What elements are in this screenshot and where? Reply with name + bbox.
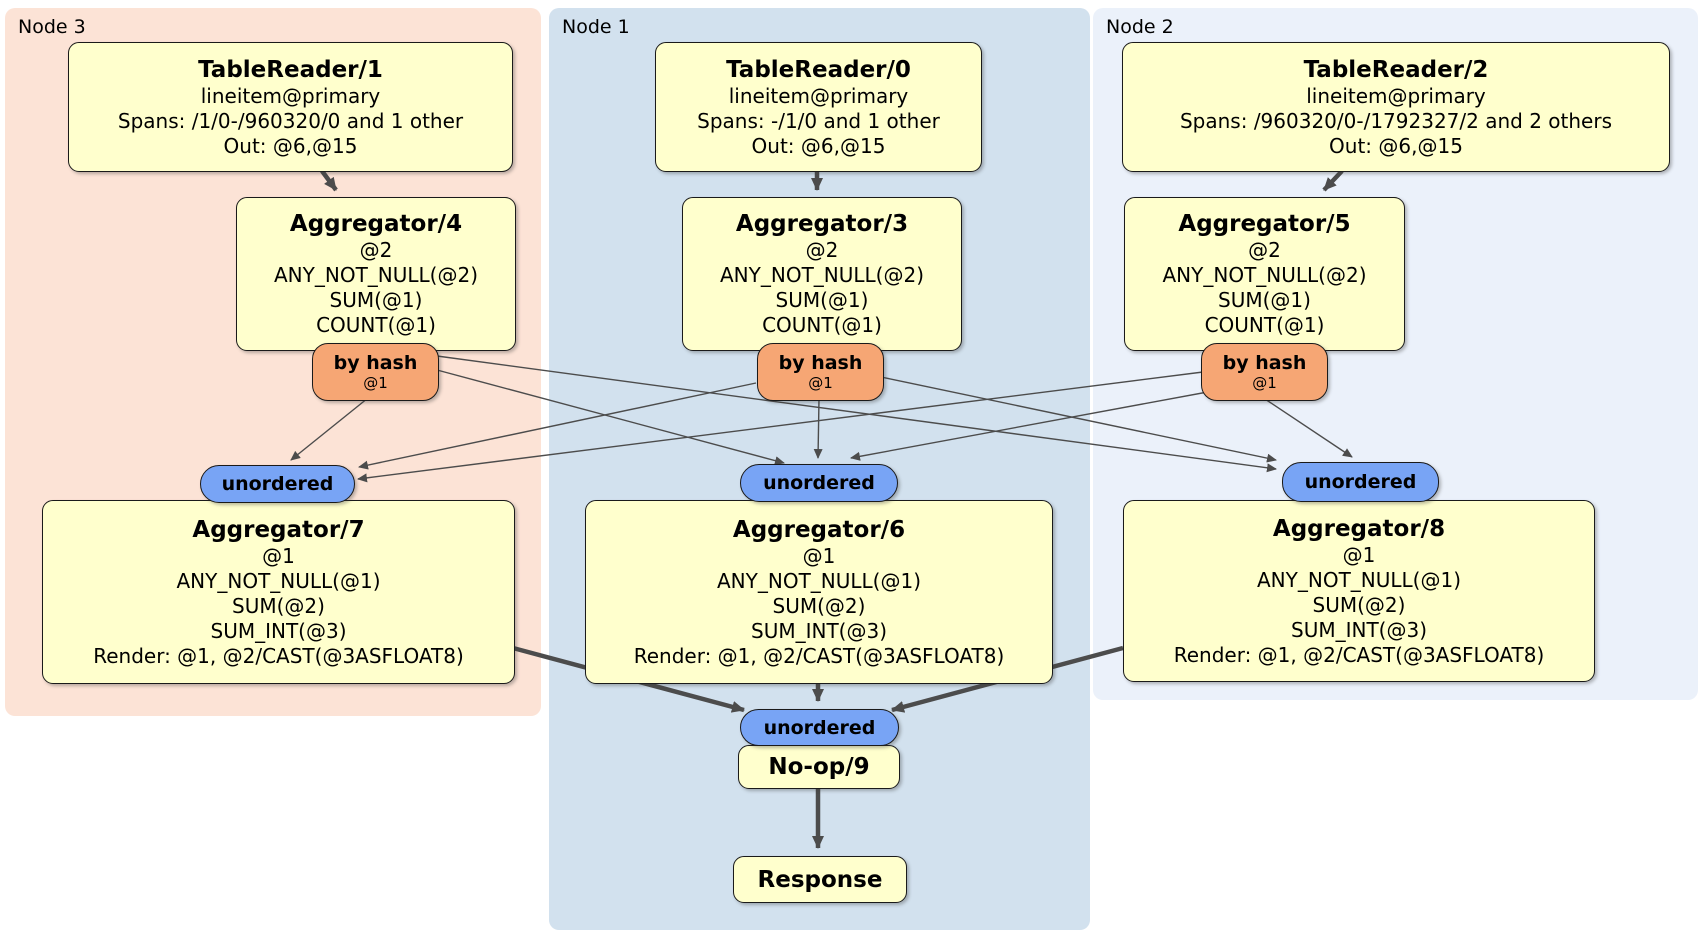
edge-router1-sync3: [358, 382, 757, 470]
processor-detail: SUM(@2): [232, 593, 325, 618]
sync-unordered-node1: unordered: [740, 464, 898, 502]
edge-router2-sync3: [357, 371, 1204, 483]
edge-tr1-agg4: [320, 169, 338, 192]
processor-detail: Out: @6,@15: [751, 133, 886, 158]
router-sublabel: @1: [363, 374, 388, 392]
processor-detail: lineitem@primary: [1306, 83, 1486, 108]
router-label: by hash: [333, 352, 418, 374]
edge-router3-sync1: [436, 369, 785, 466]
processor-detail: Render: @1, @2/CAST(@3ASFLOAT8): [633, 643, 1005, 668]
processor-title: TableReader/1: [198, 56, 383, 83]
processor-detail: @2: [1248, 238, 1281, 262]
processor-detail: Spans: /960320/0-/1792327/2 and 2 others: [1179, 108, 1612, 133]
edge-router1-sync1: [813, 398, 823, 459]
processor-detail: @2: [805, 238, 839, 262]
edge-tr2-agg5: [1322, 169, 1344, 192]
processor-aggregator-4: Aggregator/4 @2 ANY_NOT_NULL(@2) SUM(@1)…: [236, 197, 516, 351]
edge-router2-sync1: [850, 390, 1214, 461]
processor-title: TableReader/0: [726, 56, 911, 83]
processor-aggregator-6: Aggregator/6 @1 ANY_NOT_NULL(@1) SUM(@2)…: [585, 500, 1053, 684]
processor-detail: Render: @1, @2/CAST(@3ASFLOAT8): [93, 643, 464, 668]
processor-detail: ANY_NOT_NULL(@2): [1162, 263, 1367, 287]
processor-aggregator-3: Aggregator/3 @2 ANY_NOT_NULL(@2) SUM(@1)…: [682, 197, 962, 351]
edge-router1-sync2: [880, 376, 1277, 463]
processor-detail: Out: @6,@15: [1329, 133, 1463, 158]
region-node2-label: Node 2: [1106, 16, 1174, 38]
sync-label: unordered: [221, 473, 334, 495]
sync-unordered-node2: unordered: [1282, 462, 1439, 502]
router-sublabel: @1: [1252, 374, 1277, 392]
processor-detail: Out: @6,@15: [223, 133, 358, 158]
router-by-hash-node3: by hash @1: [312, 343, 439, 401]
processor-detail: SUM_INT(@3): [210, 618, 347, 643]
router-by-hash-node2: by hash @1: [1201, 343, 1328, 401]
sync-label: unordered: [763, 472, 875, 494]
processor-detail: SUM(@1): [775, 288, 869, 312]
processor-detail: COUNT(@1): [316, 313, 436, 337]
processor-tablereader-1: TableReader/1 lineitem@primary Spans: /1…: [68, 42, 513, 172]
response-node: Response: [733, 856, 907, 903]
sync-label: unordered: [763, 716, 876, 739]
processor-title: Aggregator/4: [289, 211, 463, 237]
processor-detail: Spans: -/1/0 and 1 other: [697, 108, 940, 133]
processor-detail: lineitem@primary: [728, 83, 909, 108]
processor-detail: SUM(@2): [1312, 592, 1406, 617]
processor-aggregator-5: Aggregator/5 @2 ANY_NOT_NULL(@2) SUM(@1)…: [1124, 197, 1405, 351]
processor-detail: ANY_NOT_NULL(@1): [1257, 567, 1461, 592]
processor-detail: SUM_INT(@3): [1291, 617, 1427, 642]
edge-router3-sync2: [436, 355, 1277, 473]
processor-title: Aggregator/3: [735, 211, 909, 237]
processor-detail: @1: [262, 543, 295, 568]
processor-detail: Render: @1, @2/CAST(@3ASFLOAT8): [1173, 642, 1545, 667]
processor-detail: ANY_NOT_NULL(@2): [720, 263, 924, 287]
processor-title: Aggregator/8: [1272, 515, 1446, 542]
processor-title: TableReader/2: [1303, 56, 1489, 83]
processor-detail: ANY_NOT_NULL(@2): [274, 263, 478, 287]
sync-unordered-final: unordered: [740, 709, 899, 746]
router-sublabel: @1: [808, 374, 833, 392]
processor-detail: @2: [359, 238, 393, 262]
processor-title: Aggregator/7: [192, 516, 365, 543]
processor-tablereader-2: TableReader/2 lineitem@primary Spans: /9…: [1122, 42, 1670, 172]
processor-detail: SUM(@1): [329, 288, 423, 312]
processor-aggregator-7: Aggregator/7 @1 ANY_NOT_NULL(@1) SUM(@2)…: [42, 500, 515, 684]
processor-detail: @1: [1342, 542, 1376, 567]
region-node1-label: Node 1: [562, 16, 630, 38]
processor-detail: ANY_NOT_NULL(@1): [717, 568, 921, 593]
processor-title: Response: [757, 866, 883, 893]
processor-detail: SUM(@1): [1218, 288, 1311, 312]
edge-router2-sync2: [1264, 398, 1353, 458]
processor-title: No-op/9: [768, 754, 870, 780]
processor-noop-9: No-op/9: [738, 745, 900, 789]
processor-detail: lineitem@primary: [200, 83, 381, 108]
processor-detail: @1: [802, 543, 836, 568]
processor-title: Aggregator/5: [1178, 211, 1351, 237]
processor-detail: COUNT(@1): [1204, 313, 1325, 337]
sync-label: unordered: [1304, 471, 1417, 493]
processor-detail: Spans: /1/0-/960320/0 and 1 other: [117, 108, 464, 133]
processor-aggregator-8: Aggregator/8 @1 ANY_NOT_NULL(@1) SUM(@2)…: [1123, 500, 1595, 682]
processor-tablereader-0: TableReader/0 lineitem@primary Spans: -/…: [655, 42, 982, 172]
processor-detail: SUM_INT(@3): [751, 618, 887, 643]
router-label: by hash: [778, 352, 863, 374]
processor-detail: SUM(@2): [772, 593, 866, 618]
processor-title: Aggregator/6: [732, 516, 906, 543]
processor-detail: ANY_NOT_NULL(@1): [176, 568, 381, 593]
region-node3-label: Node 3: [18, 16, 86, 38]
sync-unordered-node3: unordered: [200, 465, 355, 503]
edge-router3-sync3: [290, 397, 369, 461]
router-label: by hash: [1222, 352, 1307, 374]
router-by-hash-node1: by hash @1: [757, 343, 884, 401]
processor-detail: COUNT(@1): [762, 313, 882, 337]
